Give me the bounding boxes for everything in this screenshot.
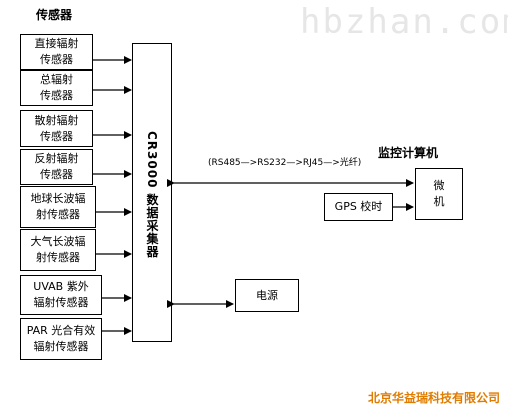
cr3000-datalogger-box (132, 43, 172, 342)
cr3000-datalogger-label: CR3000 数据采集器 (145, 131, 159, 259)
company-name: 北京华益瑞科技有限公司 (367, 391, 500, 405)
sensor-uvab: UVAB 紫外 辐射传感器 (20, 275, 102, 315)
watermark: hbzhan.com (300, 2, 508, 42)
power-box: 电源 (235, 279, 299, 312)
monitor-computer-heading: 监控计算机 (378, 146, 439, 160)
gps-timing-box: GPS 校时 (324, 193, 393, 221)
sensor-direct-radiation: 直接辐射 传感器 (20, 34, 93, 70)
sensor-scattered-radiation: 散射辐射 传感器 (20, 110, 93, 147)
sensors-heading: 传感器 (36, 8, 73, 22)
sensor-atmospheric-longwave: 大气长波辐 射传感器 (20, 229, 96, 271)
sensor-earth-longwave: 地球长波辐 射传感器 (20, 186, 96, 228)
communication-link-label: (RS485—>RS232—>RJ45—>光纤) (208, 158, 362, 168)
sensor-total-radiation: 总辐射 传感器 (20, 70, 93, 106)
computer-box: 微 机 (415, 168, 463, 220)
sensor-reflected-radiation: 反射辐射 传感器 (20, 149, 93, 185)
sensor-par: PAR 光合有效 辐射传感器 (20, 318, 102, 360)
